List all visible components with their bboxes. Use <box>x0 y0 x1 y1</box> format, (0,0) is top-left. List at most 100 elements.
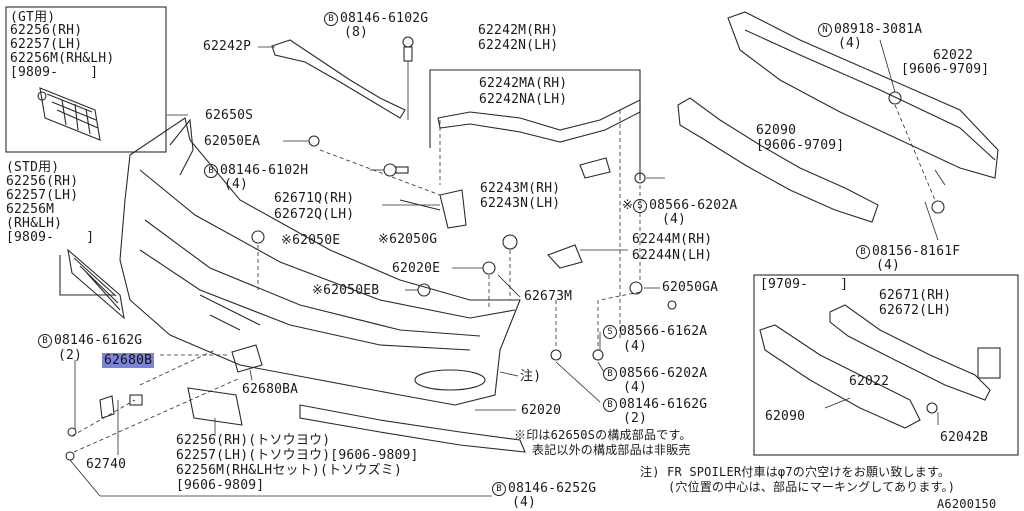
callout-62672q[interactable]: 62672Q(LH) <box>274 207 355 222</box>
circle-marker: S <box>603 325 617 339</box>
qty-4: (4) <box>512 495 537 510</box>
qty-4: (4) <box>876 258 901 273</box>
callout-62650s[interactable]: 62650S <box>205 108 254 123</box>
qty-4: (4) <box>623 339 648 354</box>
callout-62256-paint[interactable]: 62256(RH)(トソウヨウ) <box>176 433 331 448</box>
gt-part-lh[interactable]: 62257(LH) <box>10 37 83 52</box>
callout-62050ga[interactable]: 62050GA <box>662 280 719 295</box>
part-number: 62050E <box>292 233 341 248</box>
callout-62050g[interactable]: ※62050G <box>378 233 437 247</box>
highlighted-part-number: 62680B <box>102 353 155 368</box>
circle-marker: B <box>492 482 506 496</box>
inset-absorber <box>759 324 921 429</box>
callout-62257-paint[interactable]: 62257(LH)(トソウヨウ)[9606-9809] <box>176 448 419 463</box>
qty-2: (2) <box>58 348 83 363</box>
inset-callout-62022[interactable]: 62022 <box>849 374 890 389</box>
callout-62242m[interactable]: 62242M(RH) <box>478 23 559 38</box>
qty-2: (2) <box>623 411 648 426</box>
note-marker: 注) <box>520 369 542 384</box>
circle-marker: N <box>818 23 832 37</box>
inset-9709-frame <box>753 274 1019 456</box>
circle-marker: B <box>38 334 52 348</box>
note-asterisk-components: ※印は62650Sの構成部品です。 <box>514 428 692 442</box>
callout-62050eb[interactable]: ※62050EB <box>312 284 379 298</box>
note-hole-position: (穴位置の中心は、部品にマーキングしてあります。) <box>668 480 956 494</box>
gt-part-set[interactable]: 62256M(RH&LH) <box>10 51 115 66</box>
gt-title: (GT用) <box>10 10 56 25</box>
callout-62680ba[interactable]: 62680BA <box>242 382 299 397</box>
std-part-set[interactable]: 62256M <box>6 202 55 217</box>
callout-62243n[interactable]: 62243N(LH) <box>480 196 561 211</box>
callout-62671q[interactable]: 62671Q(RH) <box>274 191 355 206</box>
callout-62242n[interactable]: 62242N(LH) <box>478 38 559 53</box>
callout-62022[interactable]: 62022 <box>933 48 974 63</box>
part-number: 08146-6252G <box>508 481 597 496</box>
absorber-62090 <box>677 97 879 223</box>
callout-62020[interactable]: 62020 <box>521 403 562 418</box>
date-9606-9709-a: [9606-9709] <box>901 62 990 77</box>
std-grille-icon <box>67 248 125 320</box>
part-number: 08146-6102H <box>220 163 309 178</box>
callout-62020e[interactable]: 62020E <box>392 261 441 276</box>
bracket-62242ma <box>437 99 641 143</box>
inset-bracket <box>977 347 1001 379</box>
gt-inset-frame <box>5 6 167 153</box>
callout-62680b[interactable]: 62680B <box>102 353 155 368</box>
part-number: 08566-6202A <box>649 198 738 213</box>
callout-62740[interactable]: 62740 <box>86 457 127 472</box>
inset-date: [9709- ] <box>760 277 849 292</box>
circle-marker: B <box>204 164 218 178</box>
part-number: 08156-8161F <box>872 244 961 259</box>
inset-callout-62042b[interactable]: 62042B <box>940 430 989 445</box>
std-date: [9809- ] <box>6 230 95 245</box>
grille-62256 <box>187 387 243 426</box>
note-spoiler-drill: 注) FR SPOILER付車はφ7の穴空けをお願い致します。 <box>640 465 951 479</box>
bracket-62242p <box>271 39 406 119</box>
std-part-lh[interactable]: 62257(LH) <box>6 188 79 203</box>
callout-62242na[interactable]: 62242NA(LH) <box>479 92 568 107</box>
callout-62673m[interactable]: 62673M <box>524 289 573 304</box>
qty-4: (4) <box>224 177 249 192</box>
gt-part-rh[interactable]: 62256(RH) <box>10 23 83 38</box>
qty-8: (8) <box>344 25 369 40</box>
note-not-sold: 表記以外の構成部品は非販売 <box>532 443 691 457</box>
bracket-62671q <box>439 189 467 229</box>
inset-callout-62090[interactable]: 62090 <box>765 409 806 424</box>
inset-callout-62671[interactable]: 62671(RH) <box>879 288 952 303</box>
part-number: 08566-6162A <box>619 324 708 339</box>
part-number: 62050G <box>389 232 438 247</box>
circle-marker: S <box>633 199 648 213</box>
qty-4: (4) <box>838 36 863 51</box>
spoiler-shape <box>299 404 526 453</box>
callout-62256m-painted[interactable]: 62256M(RH&LHセット)(トソウズミ) <box>176 463 402 478</box>
callout-date-9606: [9606-9809] <box>176 478 265 493</box>
part-number: 08146-6162G <box>54 333 143 348</box>
callout-62050e[interactable]: ※62050E <box>281 234 340 248</box>
inset-callout-62672[interactable]: 62672(LH) <box>879 303 952 318</box>
callout-62243m[interactable]: 62243M(RH) <box>480 181 561 196</box>
asterisk-marker: ※ <box>378 232 390 247</box>
asterisk-marker: ※ <box>622 198 634 213</box>
callout-62242ma[interactable]: 62242MA(RH) <box>479 76 568 91</box>
callout-62244n[interactable]: 62244N(LH) <box>632 248 713 263</box>
gt-clip-icon <box>37 91 47 101</box>
circle-marker: B <box>324 12 338 26</box>
circle-marker: B <box>603 398 617 412</box>
figure-number: A6200150 <box>937 497 997 511</box>
callout-62050ea[interactable]: 62050EA <box>204 134 261 149</box>
std-part-rh[interactable]: 62256(RH) <box>6 174 79 189</box>
callout-62090[interactable]: 62090 <box>756 123 797 138</box>
callout-62242p[interactable]: 62242P <box>203 39 252 54</box>
part-number: 08918-3081A <box>834 22 923 37</box>
callout-62244m[interactable]: 62244M(RH) <box>632 232 713 247</box>
